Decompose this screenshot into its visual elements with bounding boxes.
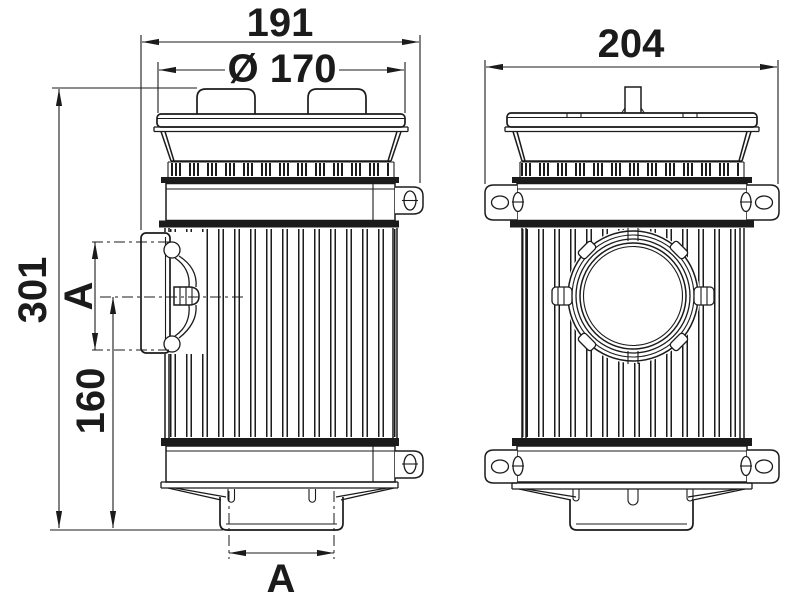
lid-flange-side-line <box>507 113 757 119</box>
front-dimensions: 191 Ø 170 301 160 A A <box>11 1 421 600</box>
skirt-nubs-side <box>572 489 694 506</box>
port-ring-inner <box>575 238 691 354</box>
skirt <box>167 487 395 501</box>
arrowhead <box>55 511 63 528</box>
port-ring-ticks <box>627 228 639 364</box>
dim-label-overall-height: 301 <box>11 257 55 324</box>
arrowhead <box>142 38 159 46</box>
side-dimensions: 204 <box>484 22 779 184</box>
arrowhead <box>91 242 99 259</box>
upper-bracket-hole-left <box>490 195 510 210</box>
upper-rim-strip2 <box>159 220 399 228</box>
arrowhead <box>229 549 246 557</box>
port-ring-bump <box>669 240 689 260</box>
inlet-port-curves <box>174 255 197 339</box>
dim-label-bottom-port: A <box>267 557 296 600</box>
lower-bracket-left <box>484 449 517 484</box>
collar-side <box>512 131 752 162</box>
upper-band-line <box>166 183 395 221</box>
upper-band-side <box>516 182 748 222</box>
upper-bracket-right <box>747 184 780 221</box>
dim-label-port-center-height: 160 <box>69 368 113 435</box>
lid-flange-side <box>506 112 758 128</box>
lower-bracket-right <box>747 449 780 484</box>
vent-pin <box>624 86 642 115</box>
lid-handle-left <box>196 88 256 114</box>
lower-rim-strip-side <box>512 438 752 446</box>
port-clip-left-lines <box>557 287 565 305</box>
skirt-side <box>518 488 746 501</box>
lower-bracket-hole-left <box>490 459 510 474</box>
lower-band-side <box>516 445 748 483</box>
lid-lip-side <box>504 126 760 133</box>
outlet-port-side <box>569 500 694 531</box>
port-hole-inner <box>582 245 684 347</box>
dim-label-side-port: A <box>57 282 101 311</box>
ext-lines-191 <box>140 35 421 230</box>
slot-ring-top <box>167 161 395 177</box>
port-face-cover <box>566 229 700 363</box>
outlet-centerlines <box>228 491 335 559</box>
side-view <box>484 86 780 531</box>
front-view <box>136 88 424 531</box>
inlet-port-ear-bottom <box>163 335 181 353</box>
collar <box>160 131 402 162</box>
lid-lip <box>153 126 409 133</box>
ext-lines-204 <box>484 60 779 184</box>
lower-band-line <box>166 446 395 482</box>
port-ring-bump <box>577 240 597 260</box>
skirt-gussets <box>227 489 317 503</box>
arrowhead <box>109 511 117 528</box>
dim-label-side-width: 204 <box>598 22 665 66</box>
upper-rim-strip <box>161 177 399 183</box>
upper-rim-strip2-side <box>510 220 754 228</box>
port-hole-outer <box>579 242 687 350</box>
port-ring-bump <box>669 332 689 352</box>
arrowhead <box>486 63 503 71</box>
arrowhead <box>402 38 419 46</box>
arrowhead <box>91 333 99 350</box>
inlet-port-nub-ridges <box>179 287 193 305</box>
inlet-centerlines <box>92 241 243 351</box>
inlet-port-flange <box>140 232 171 354</box>
lower-band-rim <box>160 481 399 489</box>
arrowhead <box>317 549 334 557</box>
lid-flange <box>156 113 406 128</box>
lower-rim-strip <box>161 438 399 446</box>
arrowhead <box>55 89 63 106</box>
slot-ring-top-side <box>519 161 745 177</box>
port-ring-bump <box>577 332 597 352</box>
dim-label-overall-width: 191 <box>247 1 314 45</box>
lid-handle-right <box>307 88 367 114</box>
port-clip-right-lines <box>700 287 708 305</box>
upper-bracket-left <box>484 184 517 221</box>
arrowhead <box>387 66 404 74</box>
lower-band-rim-side <box>511 482 753 490</box>
port-clip-left <box>551 286 573 306</box>
lower-band <box>165 445 396 483</box>
port-clip-right <box>693 286 715 306</box>
upper-bracket-hole-right <box>754 195 774 210</box>
arrowhead <box>159 66 176 74</box>
arrowhead <box>760 63 777 71</box>
upper-rim-strip-side <box>512 177 752 183</box>
arrowhead <box>109 297 117 314</box>
outlet-port <box>219 497 344 531</box>
dim-label-lid-diameter: Ø 170 <box>228 47 337 91</box>
inlet-port-ear-top <box>163 241 181 259</box>
lower-bracket-hole-right <box>754 459 774 474</box>
